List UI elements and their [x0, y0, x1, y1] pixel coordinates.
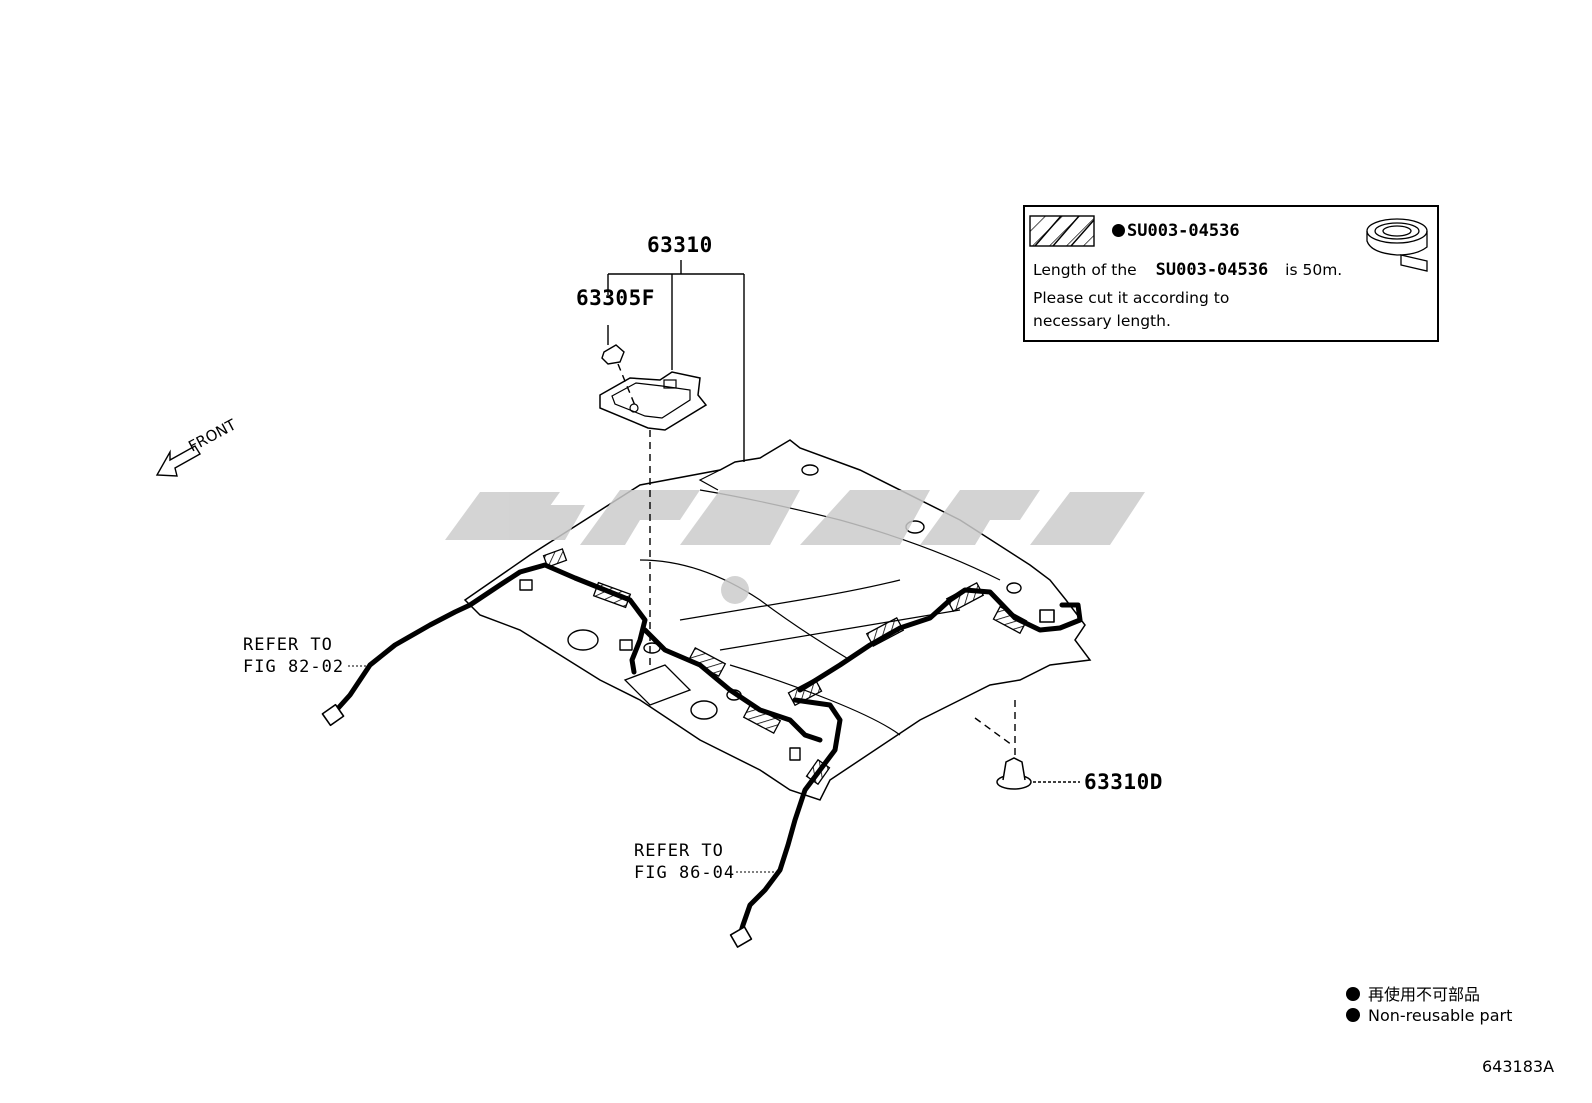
refer-left-line2: FIG 82-02: [243, 657, 344, 677]
lamp-bracket-tab: [663, 379, 677, 389]
watermark: [445, 490, 1145, 604]
tape-roll-icon: [1366, 218, 1428, 272]
lamp-bracket-hole: [629, 403, 639, 413]
lamp-bracket: [599, 371, 708, 431]
non-reusable-dot-icon: [1112, 224, 1125, 237]
lamp-bracket-inner: [611, 382, 691, 419]
leader-lines: [607, 260, 745, 462]
cut-note-line2: necessary length.: [1033, 312, 1171, 330]
headliner-hole: [801, 464, 819, 476]
clip-63310d: [996, 757, 1080, 790]
length-prefix: Length of the: [1033, 261, 1137, 279]
callout-63310d: 63310D: [1084, 770, 1163, 794]
legend-japanese: 再使用不可部品: [1346, 981, 1480, 1005]
callout-63305f: 63305F: [576, 286, 655, 310]
tape-pieces: [542, 548, 1028, 786]
headliner-hole: [567, 629, 599, 651]
hatch-swatch-icon: [1029, 215, 1095, 247]
non-reusable-dot-icon: [1346, 1008, 1360, 1022]
callout-63310: 63310: [647, 233, 713, 257]
dashed-guides: [617, 363, 1016, 760]
tape-note-box: SU003-04536 Length of the SU003-04536 is…: [1023, 205, 1439, 342]
headliner-hole: [1006, 582, 1022, 594]
lamp-cutout: [623, 664, 692, 706]
headliner-contour-2: [639, 559, 851, 661]
cut-note-line1: Please cut it according to: [1033, 289, 1230, 307]
length-suffix: is 50m.: [1285, 261, 1343, 279]
non-reusable-dot-icon: [1346, 987, 1360, 1001]
refer-bottom-line1: REFER TO: [634, 841, 724, 861]
legend-english-text: Non-reusable part: [1368, 1006, 1513, 1025]
front-arrow-icon: [155, 445, 201, 477]
clip-63305f: [601, 344, 625, 365]
headliner-hole: [690, 700, 718, 720]
length-part-number: SU003-04536: [1155, 260, 1269, 280]
front-label: FRONT: [185, 415, 239, 455]
legend-english: Non-reusable part: [1346, 1006, 1512, 1025]
legend-japanese-text: 再使用不可部品: [1368, 985, 1481, 1004]
refer-bottom-line2: FIG 86-04: [634, 863, 735, 883]
headliner-rear-edge: [729, 664, 901, 736]
refer-left-line1: REFER TO: [243, 635, 333, 655]
headliner-contour-4: [719, 609, 961, 651]
headliner-notch: [698, 469, 721, 491]
headliner-contour-3: [679, 579, 901, 621]
tape-part-number: SU003-04536: [1127, 221, 1240, 241]
figure-number: 643183A: [1482, 1057, 1555, 1076]
